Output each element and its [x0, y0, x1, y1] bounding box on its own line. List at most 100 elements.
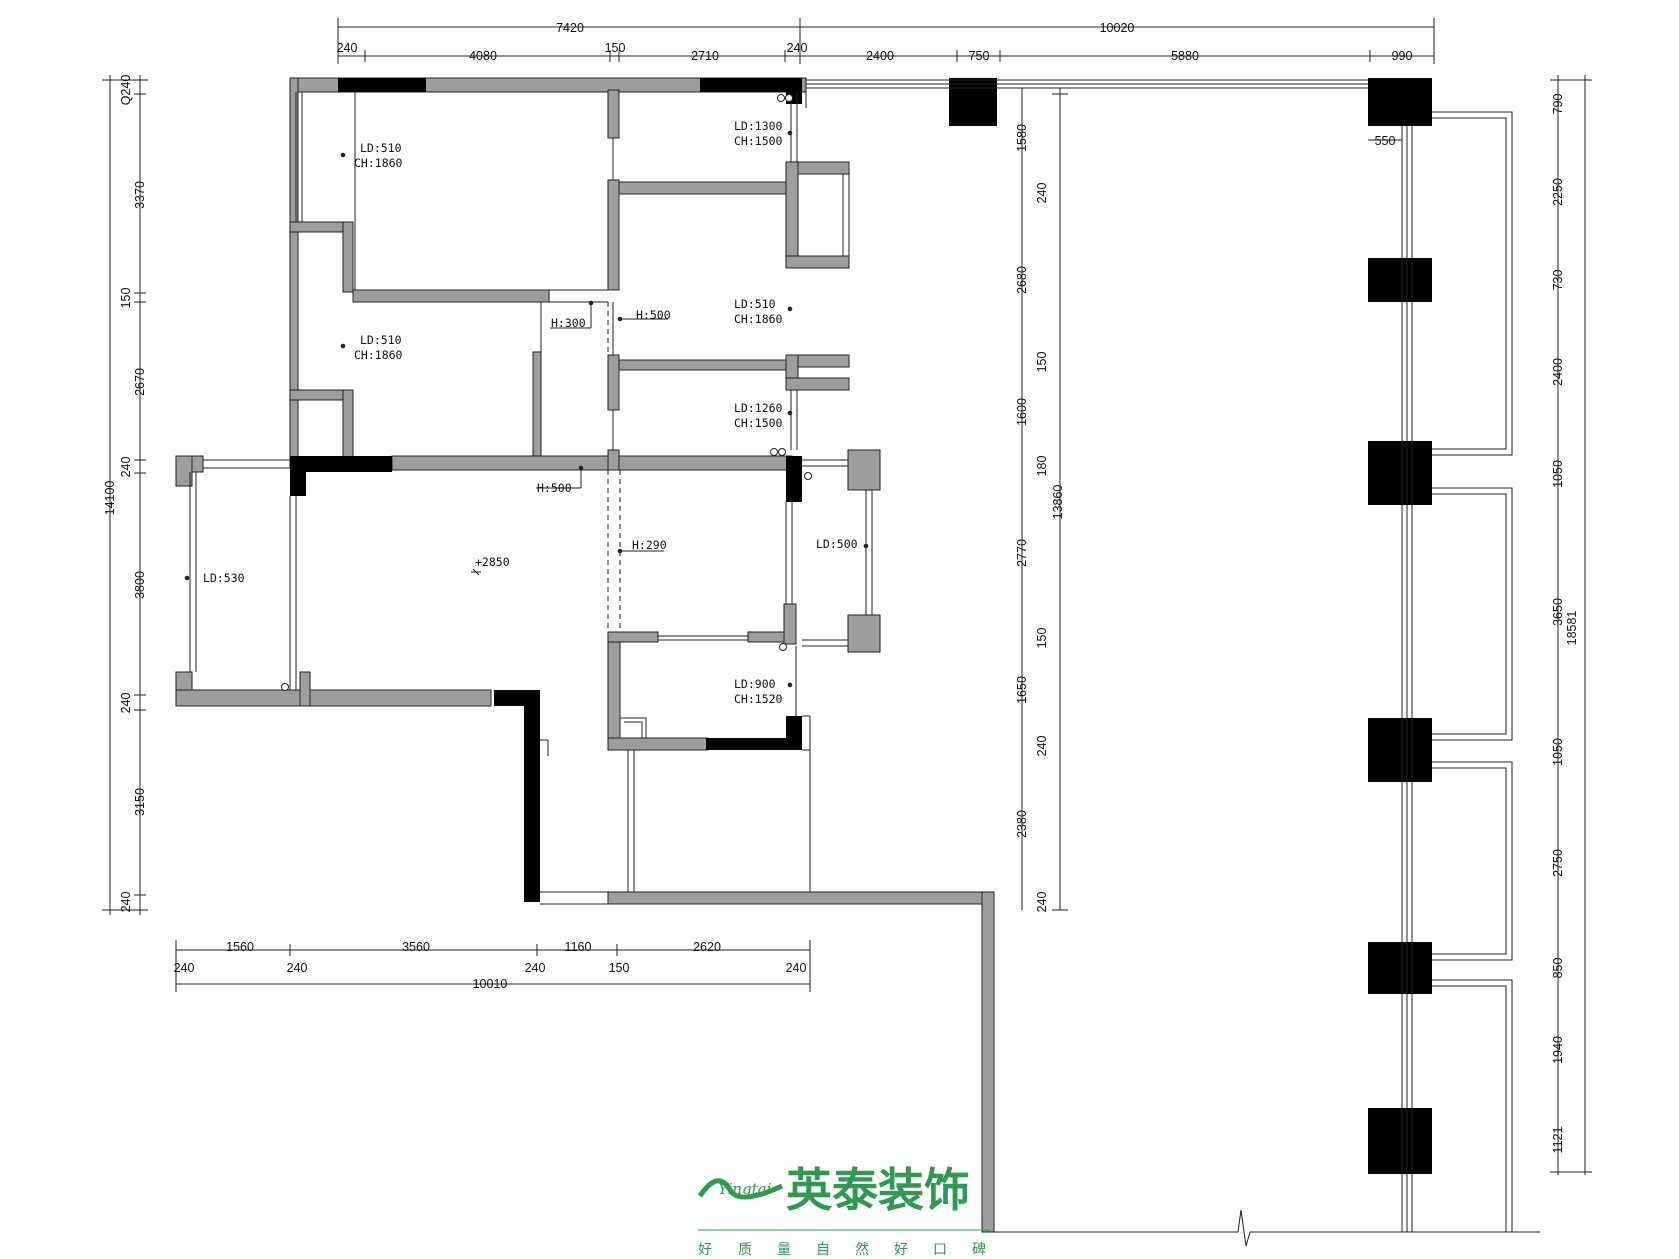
- column-right-4: [1368, 718, 1432, 782]
- dim-left-seg: 240: [119, 693, 133, 714]
- dim-mid-seg: 2680: [1015, 266, 1029, 294]
- column-right-3: [1368, 441, 1432, 505]
- structural-columns: [290, 78, 1432, 1174]
- dim-bottom-seg2: 240: [287, 961, 308, 975]
- left-dimension-text: Q240 3370 150 2670 240 3800 240 3150 240…: [103, 75, 147, 913]
- dim-left-seg: 3150: [133, 788, 147, 816]
- room-r2-ch: CH:1860: [734, 312, 783, 326]
- room-r2-ld: LD:510: [734, 297, 776, 311]
- dim-mid-seg-b: 240: [1035, 183, 1049, 204]
- leader-lines: [184, 130, 869, 688]
- beam-h290: H:290: [632, 538, 667, 552]
- right-dimension-text: 790 2250 730 2400 1050 3650 1050 2750 85…: [1551, 94, 1579, 1154]
- dim-pillar: 550: [1375, 134, 1396, 148]
- dim-bottom-seg: 2620: [693, 940, 721, 954]
- dim-mid-seg-b: 180: [1035, 456, 1049, 477]
- beam-h300: H:300: [551, 316, 586, 330]
- dim-bottom-seg: 1160: [565, 940, 592, 954]
- elevation-mark: +2850: [475, 555, 510, 569]
- dim-mid-seg: 1650: [1015, 676, 1029, 704]
- dim-right-seg: 850: [1551, 958, 1565, 979]
- dim-mid-seg-b: 150: [1035, 628, 1049, 649]
- dim-right-seg: 3650: [1551, 598, 1565, 626]
- logo-swoosh-icon: [697, 1178, 784, 1200]
- dim-right-seg: 1121: [1551, 1127, 1565, 1154]
- top-dimension-lines: [337, 18, 1435, 64]
- logo-slogan: 好 质 量 自 然 好 口 碑: [698, 1241, 986, 1258]
- dim-bottom-seg2: 240: [525, 961, 546, 975]
- pipe-markers: [281, 94, 812, 691]
- company-logo: Yingtai 英泰装饰 好 质 量 自 然 好 口 碑: [697, 1163, 990, 1258]
- room-tr-ch: CH:1500: [734, 134, 783, 148]
- top-dimension-text: 7420 10020 240 4080 150 2710 240 2400 75…: [337, 21, 1413, 63]
- right-dimension-lines: [1550, 75, 1592, 1175]
- mid-dimension-text: 1580 240 2680 150 1600 180 13860 2770 15…: [1015, 124, 1065, 912]
- dim-mid-seg: 1600: [1015, 398, 1029, 426]
- dim-left-seg: 3800: [133, 571, 147, 599]
- dim-mid-total: 13860: [1051, 485, 1065, 520]
- room-left-ld: LD:530: [203, 571, 245, 585]
- dim-mid-seg-b: 150: [1035, 352, 1049, 373]
- dim-bottom-seg: 1560: [226, 940, 254, 954]
- svg-text:质: 质: [738, 1242, 752, 1258]
- dim-top-seg: 2710: [691, 49, 719, 63]
- dim-top-seg: 750: [969, 49, 990, 63]
- dim-left-seg: 3370: [133, 181, 147, 209]
- dim-right-total: 18581: [1565, 611, 1579, 646]
- dim-top-seg: 240: [337, 41, 358, 55]
- room-bottom-ld: LD:900: [734, 677, 776, 691]
- dim-right-seg: 790: [1551, 94, 1565, 115]
- beam-h500-a: H:500: [636, 308, 671, 322]
- room-ml-ld: LD:510: [360, 333, 402, 347]
- svg-text:自: 自: [816, 1242, 830, 1258]
- column-right-6: [1368, 1108, 1432, 1174]
- dim-mid-seg-b: 240: [1035, 892, 1049, 913]
- pipe-icon: [777, 94, 785, 102]
- dim-top-seg: 5880: [1171, 49, 1199, 63]
- walls: [175, 77, 995, 1233]
- column-right-2: [1368, 258, 1432, 302]
- pillar-width-dim: 550: [1368, 134, 1402, 148]
- pipe-icon: [785, 94, 793, 102]
- dim-mid-seg: 1580: [1015, 124, 1029, 152]
- pipe-icon: [779, 643, 787, 651]
- dim-top-seg: 150: [605, 41, 626, 55]
- dim-bottom-seg2: 240: [174, 961, 195, 975]
- room-tl-ld: LD:510: [360, 141, 402, 155]
- dim-bottom-seg2: 240: [786, 961, 807, 975]
- dim-top-seg: 4080: [469, 49, 497, 63]
- pipe-icon: [281, 683, 289, 691]
- dim-left-seg: 2670: [133, 368, 147, 396]
- column-right-5: [1368, 942, 1432, 994]
- dim-left-total: 14100: [103, 481, 117, 516]
- dim-left-seg: 150: [119, 288, 133, 309]
- dim-top-seg: 990: [1392, 49, 1413, 63]
- dim-top-seg: 2400: [866, 49, 894, 63]
- elevation-arrow-icon: [471, 568, 481, 576]
- dim-right-seg: 1050: [1551, 738, 1565, 766]
- svg-text:好: 好: [698, 1242, 712, 1258]
- bottom-dimension-text: 1560 3560 1160 2620 240 240 240 150 240 …: [174, 940, 807, 991]
- beam-h500-b: H:500: [537, 481, 572, 495]
- dim-left-seg: 240: [119, 457, 133, 478]
- room-ml-ch: CH:1860: [354, 348, 403, 362]
- dim-bottom-seg2: 150: [609, 961, 630, 975]
- logo-english: Yingtai: [718, 1180, 772, 1198]
- pipe-icon: [804, 472, 812, 480]
- dim-mid-seg: 2380: [1015, 810, 1029, 838]
- dim-left-stacked: Q240: [119, 75, 133, 106]
- room-bottom-ch: CH:1520: [734, 692, 783, 706]
- dim-bottom-total: 10010: [473, 977, 508, 991]
- room-annotations: LD:510 CH:1860 LD:510 CH:1860 LD:1300 CH…: [203, 119, 858, 706]
- column-top-mid: [949, 78, 997, 126]
- logo-chinese: 英泰装饰: [786, 1163, 970, 1217]
- left-dimension-lines: [102, 75, 148, 915]
- dim-top-total-1: 7420: [556, 21, 584, 35]
- dim-right-seg: 2400: [1551, 358, 1565, 386]
- svg-text:量: 量: [777, 1242, 791, 1258]
- dim-top-seg: 240: [787, 41, 808, 55]
- pipe-icon: [778, 448, 786, 456]
- dim-top-total-2: 10020: [1100, 21, 1135, 35]
- dim-right-seg: 1940: [1551, 1036, 1565, 1064]
